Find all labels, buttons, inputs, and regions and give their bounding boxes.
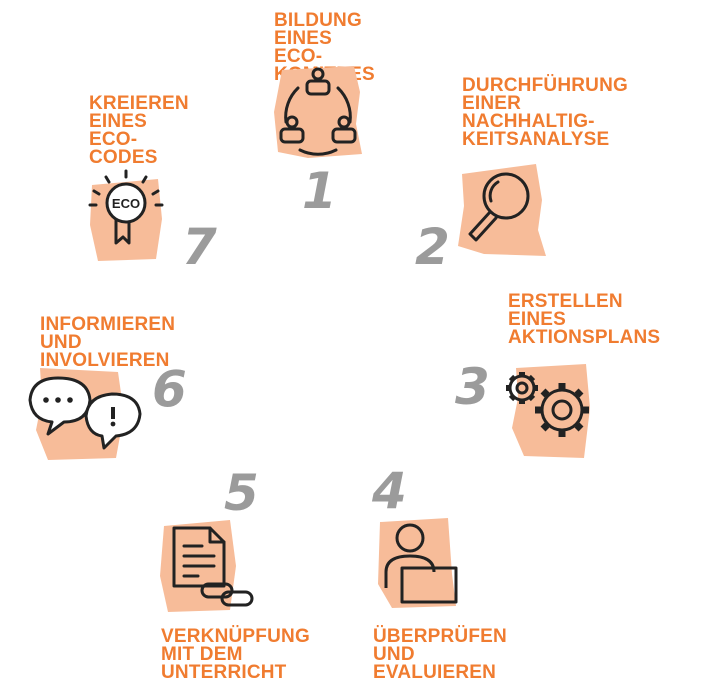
eco-badge-icon: ECO: [78, 165, 178, 265]
step-2-number: 2: [415, 218, 450, 276]
step-7-label: KREIEREN EINES ECO-CODES: [89, 93, 189, 168]
step-5-label: VERKNÜPFUNG MIT DEM UNTERRICHT: [161, 626, 310, 683]
step-5-number: 5: [224, 464, 259, 522]
step-6-label: INFORMIEREN UND INVOLVIEREN: [40, 314, 176, 371]
eco-badge-text: ECO: [112, 196, 140, 211]
speech-bubbles-icon: [20, 360, 152, 468]
magnifier-icon: [454, 160, 550, 260]
step-1-number: 1: [302, 162, 337, 220]
committee-icon: [268, 62, 368, 162]
step-3-number: 3: [455, 358, 490, 416]
step-4-label: ÜBERPRÜFEN UND EVALUIEREN: [373, 626, 507, 683]
person-laptop-icon: [372, 514, 468, 610]
step-4-number: 4: [372, 462, 407, 520]
step-3-label: ERSTELLEN EINES AKTIONSPLANS: [508, 291, 661, 348]
step-6-number: 6: [152, 360, 187, 418]
step-7-number: 7: [182, 218, 217, 276]
step-2-label: DURCHFÜHRUNG EINER NACHHALTIG- KEITSANAL…: [462, 75, 628, 150]
document-link-icon: [158, 516, 264, 616]
gears-icon: [494, 358, 594, 464]
